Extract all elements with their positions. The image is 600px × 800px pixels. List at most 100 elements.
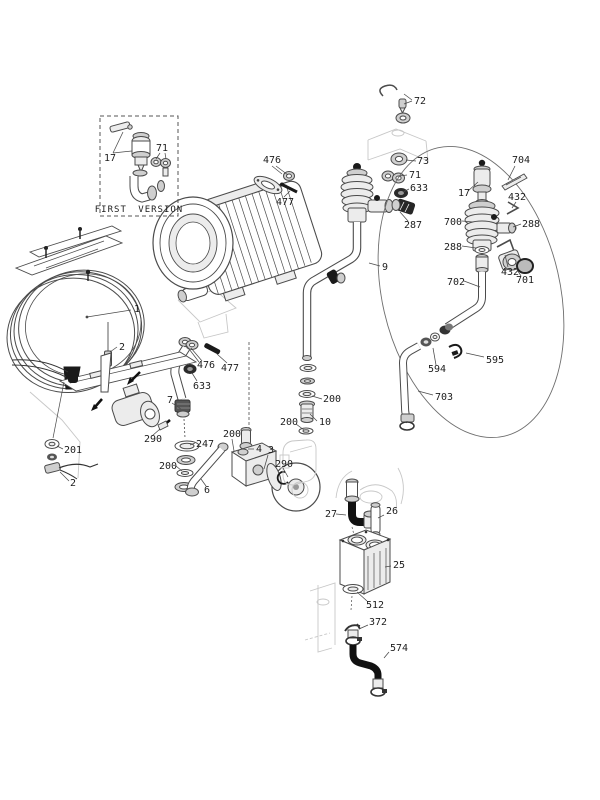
leader-line [398, 174, 408, 177]
leader-dot [85, 315, 89, 319]
pump-block-3 [230, 442, 321, 512]
clip-477-mid [204, 343, 221, 355]
part-label-10: 10 [319, 417, 331, 428]
adapter-below-700 [475, 254, 489, 273]
hook-clip-72 [379, 84, 411, 124]
leader-line [511, 201, 517, 209]
valve-700 [464, 200, 516, 252]
leader-line [467, 181, 479, 192]
leader-line [112, 131, 124, 154]
fitting-287 [391, 198, 416, 215]
pipe-6 [185, 442, 229, 497]
leader-line [309, 413, 318, 422]
part-label-574: 574 [390, 643, 408, 654]
fittings-73-71-633 [381, 152, 408, 198]
part-label-432-upper: 432 [508, 192, 526, 203]
leader-line [465, 352, 485, 358]
first-version-nuts-71 [150, 157, 171, 177]
bracket-704 [501, 173, 528, 191]
clamp-290-left [157, 420, 169, 431]
part-label-247: 247 [196, 439, 214, 450]
part-label-7: 7 [167, 395, 173, 406]
leader-line [283, 190, 291, 198]
leader-line [59, 471, 70, 482]
pipe-703 [398, 342, 421, 431]
leader-line [358, 624, 369, 630]
condensate-trap-25 [338, 529, 392, 595]
leader-line [383, 651, 390, 659]
sensor-2-lower [44, 381, 99, 480]
clip-432-upper [506, 201, 520, 215]
leader-line [504, 254, 509, 268]
part-label-200-d: 200 [280, 417, 298, 428]
clip-595 [448, 343, 463, 359]
part-label-702: 702 [447, 277, 465, 288]
first-version-elbow-pipe [129, 169, 165, 203]
leader-line [463, 280, 481, 288]
leader-line [112, 150, 133, 154]
leader-line [399, 211, 409, 222]
leader-line [356, 591, 368, 602]
leader-line [368, 262, 381, 267]
leader-line [403, 93, 413, 101]
washers-594 [420, 332, 440, 347]
part-label-2-upper: 2 [119, 342, 125, 353]
first-version-caption: FIRST VERSION [95, 205, 183, 215]
leader-line [86, 309, 132, 318]
part-label-633-left: 633 [193, 381, 211, 392]
part-label-476-top: 476 [263, 155, 281, 166]
air-vent-valve-17 [472, 159, 492, 205]
manifold-assembly [11, 351, 198, 430]
leader-line [461, 220, 474, 223]
fitting-701 [498, 249, 534, 274]
clamp-290-right [276, 470, 289, 485]
safety-valve-assembly [340, 163, 394, 223]
clip-432-lower [496, 238, 515, 252]
part-label-17-first-version: 17 [104, 153, 116, 164]
ghost-valve-body [279, 439, 317, 499]
part-label-200-a: 200 [159, 461, 177, 472]
leader-line [295, 423, 305, 431]
part-label-432-lower: 432 [501, 267, 519, 278]
part-label-201: 201 [64, 445, 82, 456]
part-label-4: 4 [256, 444, 262, 455]
leader-line [384, 565, 392, 568]
washer-column-10 [279, 364, 317, 499]
top-bracket-panel [14, 225, 124, 276]
grommet-633-left [183, 364, 197, 374]
leader-line [175, 465, 183, 472]
part-label-73: 73 [417, 156, 429, 167]
clip-372 [344, 623, 361, 632]
part-label-6: 6 [204, 485, 210, 496]
tube-26 [370, 502, 381, 537]
inlet-fitting-top [344, 478, 360, 503]
leader-line [190, 347, 203, 362]
leader-line [191, 372, 198, 382]
part-label-595: 595 [486, 355, 504, 366]
leader-line [263, 454, 269, 470]
washer-512 [342, 584, 364, 611]
part-label-288-right: 288 [522, 219, 540, 230]
leader-line [405, 159, 417, 162]
leader-line [109, 346, 118, 353]
heat-exchanger-drum [152, 178, 323, 303]
part-label-594: 594 [428, 364, 446, 375]
leader-line [185, 344, 200, 363]
part-label-633-right: 633 [410, 183, 428, 194]
part-label-700: 700 [444, 217, 462, 228]
fan-unit [111, 383, 160, 428]
first-version-valve-17 [109, 121, 151, 174]
leader-line [512, 223, 522, 228]
part-label-25: 25 [393, 560, 405, 571]
leader-line [461, 245, 477, 249]
part-label-477-top: 477 [276, 197, 294, 208]
part-label-71-first-version: 71 [156, 143, 168, 154]
part-label-372: 372 [369, 617, 387, 628]
leader-line [189, 442, 196, 446]
leader-line [155, 152, 161, 160]
part-label-701: 701 [516, 275, 534, 286]
part-label-200-b: 200 [223, 429, 241, 440]
part-label-200-c: 200 [323, 394, 341, 405]
